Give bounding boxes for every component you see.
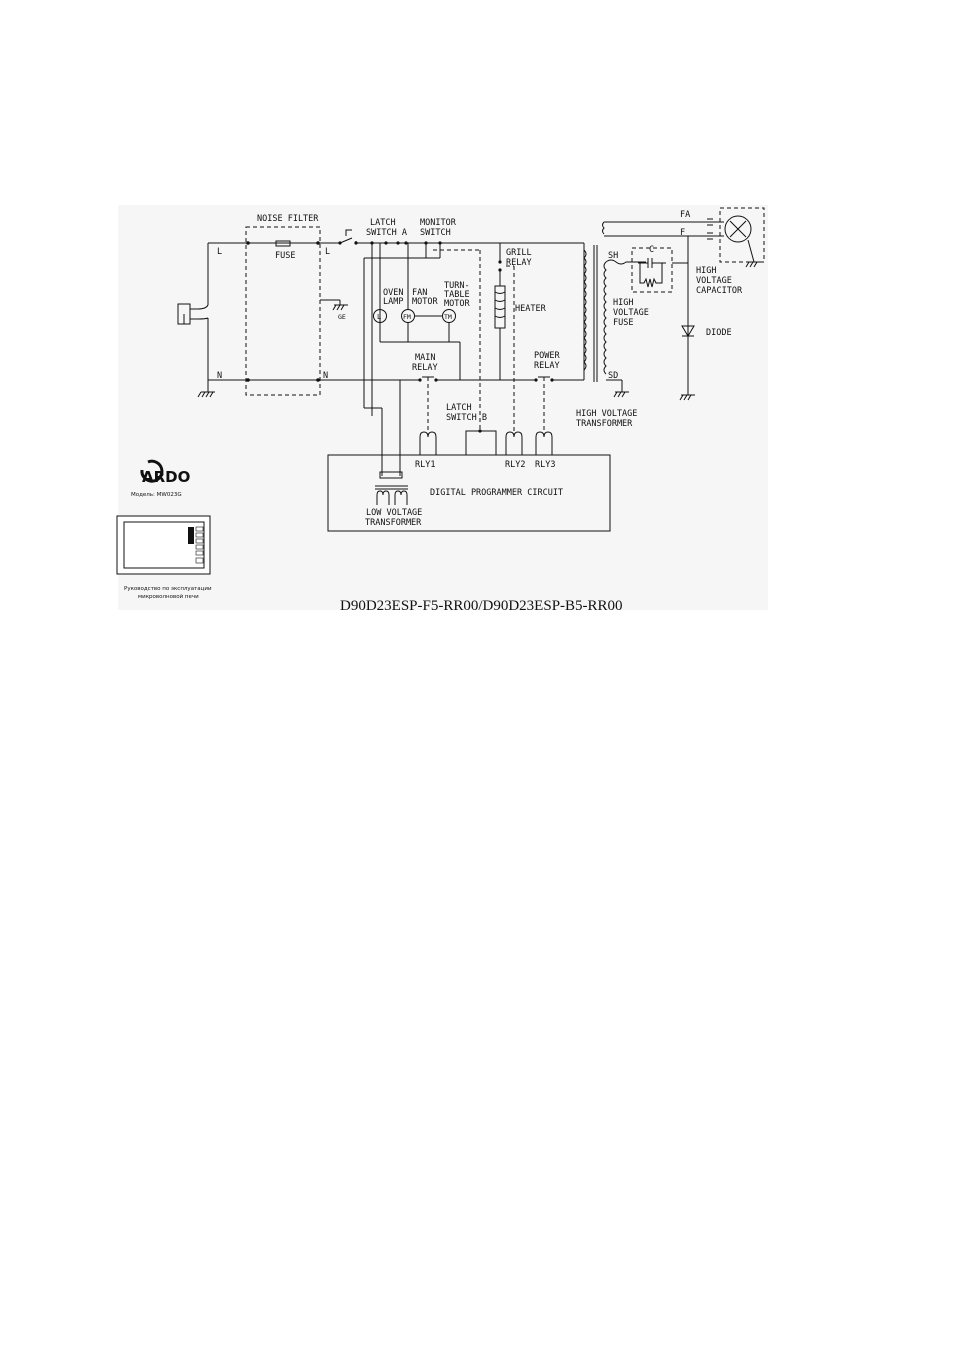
model-number: D90D23ESP-F5-RR00/D90D23ESP-B5-RR00	[340, 598, 623, 614]
power-relay-label-2: RELAY	[534, 361, 560, 371]
rly3-label: RLY3	[535, 460, 555, 470]
manual-caption-1: Руководство по эксплуатации	[124, 586, 212, 592]
turntable-motor-icon: TM	[442, 309, 456, 323]
diode-label: DIODE	[706, 328, 732, 338]
main-relay-label-2: RELAY	[412, 363, 438, 373]
turntable-motor-symbol: TM	[444, 313, 452, 321]
fan-motor-label-2: MOTOR	[412, 297, 438, 307]
rly2-label: RLY2	[505, 460, 525, 470]
fuse-icon	[275, 240, 291, 247]
oven-lamp-icon: L	[373, 309, 387, 323]
model-caption: Модель: MW023G	[131, 492, 182, 498]
latch-switch-a-label-1: LATCH	[370, 218, 396, 228]
ge-label: GE	[338, 313, 346, 321]
oven-lamp-label-2: LAMP	[383, 297, 403, 307]
manual-caption-2: микроволновой печи	[138, 593, 199, 600]
hv-capacitor-label-1: HIGH	[696, 266, 716, 276]
grill-relay-label-1: GRILL	[506, 248, 532, 258]
digital-programmer-box	[327, 454, 611, 532]
monitor-switch-label-2: SWITCH	[420, 228, 451, 238]
c-label: C	[649, 245, 654, 255]
oven-lamp-label-1: OVEN	[383, 288, 403, 298]
high-voltage-capacitor-icon	[638, 258, 666, 288]
latch-switch-b-label-1: LATCH	[446, 403, 472, 413]
low-voltage-transformer-label-2: TRANSFORMER	[365, 518, 422, 528]
fan-motor-label-1: FAN	[412, 288, 427, 298]
diode-icon	[681, 325, 695, 337]
sh-label: SH	[608, 251, 618, 261]
power-relay-label-1: POWER	[534, 351, 560, 361]
heater-label: HEATER	[515, 304, 547, 314]
ardo-logo-text: ARDO	[142, 468, 190, 486]
sd-label: SD	[608, 371, 618, 381]
grill-relay-label-2: RELAY	[506, 258, 532, 268]
fuse-label: FUSE	[275, 251, 295, 261]
latch-switch-b-label-2: SWITCH B	[446, 413, 487, 423]
low-voltage-transformer-label-1: LOW VOLTAGE	[366, 508, 422, 518]
oven-lamp-symbol: L	[377, 313, 381, 321]
turntable-motor-label-2: TABLE	[444, 290, 470, 300]
hv-capacitor-label-3: CAPACITOR	[696, 286, 743, 296]
low-voltage-transformer-icon	[375, 485, 408, 505]
hv-transformer-label-1: HIGH VOLTAGE	[576, 409, 637, 419]
hv-fuse-label-3: FUSE	[613, 318, 633, 328]
neutral-right-label: N	[323, 371, 328, 381]
fan-motor-icon: FM	[401, 309, 415, 323]
latch-switch-a-label-2: SWITCH A	[366, 228, 407, 238]
rly1-label: RLY1	[415, 460, 435, 470]
ardo-logo: ARDO	[140, 459, 190, 486]
magnetron-icon	[707, 215, 752, 243]
rly1-coil-icon	[419, 431, 437, 455]
hv-capacitor-label-2: VOLTAGE	[696, 276, 732, 286]
hv-transformer-label-2: TRANSFORMER	[576, 419, 633, 429]
turntable-motor-label-1: TURN-	[444, 281, 470, 291]
noise-filter-label: NOISE FILTER	[257, 214, 319, 224]
neutral-left-label: N	[217, 371, 222, 381]
power-plug-icon	[177, 303, 209, 325]
hv-fuse-label-1: HIGH	[613, 298, 633, 308]
line-left-label: L	[217, 247, 222, 257]
digital-programmer-label: DIGITAL PROGRAMMER CIRCUIT	[430, 488, 563, 498]
noise-filter-box	[245, 226, 321, 396]
turntable-motor-label-3: MOTOR	[444, 299, 470, 309]
high-voltage-transformer-icon	[583, 221, 607, 382]
wiring-schematic: NOISE FILTER FUSE L L N N GE LATCH SWITC…	[116, 205, 768, 614]
ground-icon	[197, 390, 215, 398]
fan-motor-symbol: FM	[403, 313, 411, 321]
rly2-coil-icon	[505, 431, 523, 455]
fa-label: FA	[680, 210, 690, 220]
f-label: F	[680, 228, 685, 238]
hv-fuse-label-2: VOLTAGE	[613, 308, 649, 318]
rly3-coil-icon	[535, 431, 553, 455]
monitor-switch-label-1: MONITOR	[420, 218, 457, 228]
schematic-background	[118, 205, 768, 610]
manual-cover-icon	[116, 515, 211, 575]
line-right-label: L	[325, 247, 330, 257]
main-relay-label-1: MAIN	[415, 353, 435, 363]
